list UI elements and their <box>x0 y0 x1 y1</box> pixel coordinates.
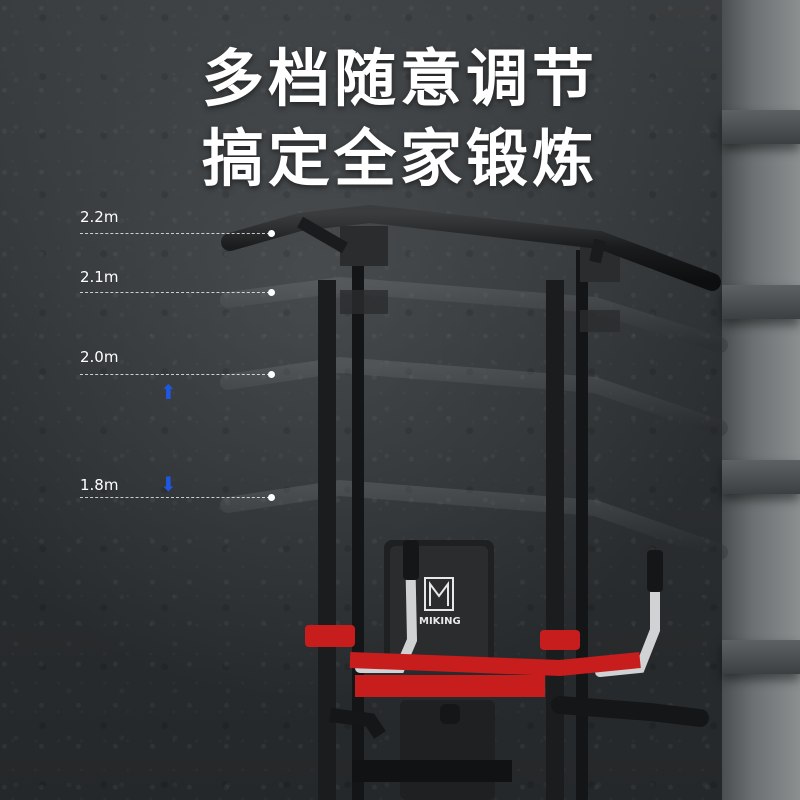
height-guide-line <box>80 374 270 375</box>
wall-ledge <box>722 110 800 144</box>
ghost-bar-2-0m <box>220 356 728 436</box>
height-marker-dot <box>268 371 275 378</box>
headline-line-1: 多档随意调节 <box>201 42 598 115</box>
height-guide-line <box>80 292 270 293</box>
ghost-bar-1-8m <box>220 479 728 560</box>
wall-ledge <box>722 460 800 494</box>
height-label-1-8m: 1.8m <box>80 476 119 494</box>
height-guide-line <box>80 497 270 498</box>
height-marker-dot <box>268 230 275 237</box>
lower-frame <box>329 696 709 800</box>
height-guide-line <box>80 233 270 234</box>
right-wall-panel <box>722 0 800 800</box>
tower-uprights <box>318 226 620 800</box>
height-label-2-1m: 2.1m <box>80 268 119 286</box>
down-arrow-icon: ⬇ <box>160 472 177 496</box>
pull-up-bar-2-2m <box>221 205 721 291</box>
brand-logo-text: MIKING <box>419 616 461 627</box>
back-pad: MIKING <box>384 540 494 670</box>
up-arrow-icon: ⬆ <box>160 380 177 404</box>
height-marker-dot <box>268 494 275 501</box>
wall-ledge <box>722 285 800 319</box>
dip-station <box>305 540 663 697</box>
wall-ledge <box>722 640 800 674</box>
height-label-2-2m: 2.2m <box>80 208 119 226</box>
ghost-bar-2-1m <box>220 276 728 353</box>
height-label-2-0m: 2.0m <box>80 348 119 366</box>
height-marker-dot <box>268 289 275 296</box>
headline-line-2: 搞定全家锻炼 <box>201 122 598 195</box>
